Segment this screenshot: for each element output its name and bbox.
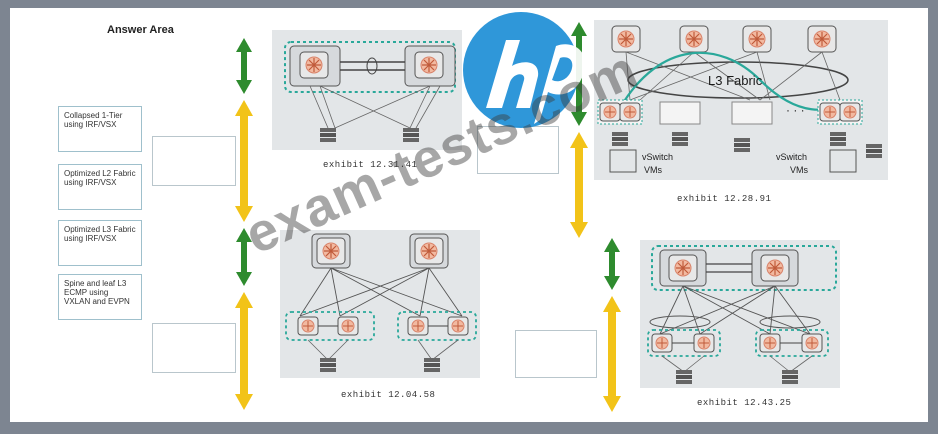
diagram-exhibit-12-43-25 (640, 240, 840, 388)
drop-target-exhibit-12-31-41[interactable] (152, 136, 236, 186)
green-arrow-2 (236, 228, 252, 286)
option-spine-leaf[interactable]: Spine and leaf L3 ECMP using VXLAN and E… (58, 274, 142, 320)
yellow-arrow-1 (235, 100, 253, 222)
option-collapsed-1-tier[interactable]: Collapsed 1-Tier using IRF/VSX (58, 106, 142, 152)
yellow-arrow-3 (570, 132, 588, 238)
exhibit-caption-12-43-25: exhibit 12.43.25 (697, 398, 792, 408)
green-arrow-4 (604, 238, 620, 290)
exhibit-caption-12-31-41: exhibit 12.31.41 (323, 160, 418, 170)
answer-area-title: Answer Area (107, 24, 174, 36)
diagram-exhibit-12-28-91 (594, 20, 888, 180)
vms-label-right: VMs (790, 165, 808, 175)
ellipsis-label: · · · (786, 103, 805, 117)
exhibit-caption-12-28-91: exhibit 12.28.91 (677, 194, 772, 204)
vswitch-label-right: vSwitch (776, 152, 808, 162)
diagram-exhibit-12-31-41 (272, 30, 462, 150)
vswitch-label-left: vSwitch (642, 152, 674, 162)
hp-logo-icon (463, 12, 586, 128)
option-optimized-l2[interactable]: Optimized L2 Fabric using IRF/VSX (58, 164, 142, 210)
drop-target-exhibit-12-43-25[interactable] (515, 330, 597, 378)
vms-label-left: VMs (644, 165, 662, 175)
diagram-exhibit-12-04-58 (280, 230, 480, 378)
drop-target-exhibit-12-04-58[interactable] (152, 323, 236, 373)
option-optimized-l3[interactable]: Optimized L3 Fabric using IRF/VSX (58, 220, 142, 266)
exhibit-caption-12-04-58: exhibit 12.04.58 (341, 390, 436, 400)
l3-fabric-label: L3 Fabric (708, 73, 763, 88)
green-arrow-1 (236, 38, 252, 94)
yellow-arrow-2 (235, 292, 253, 410)
yellow-arrow-4 (603, 296, 621, 412)
